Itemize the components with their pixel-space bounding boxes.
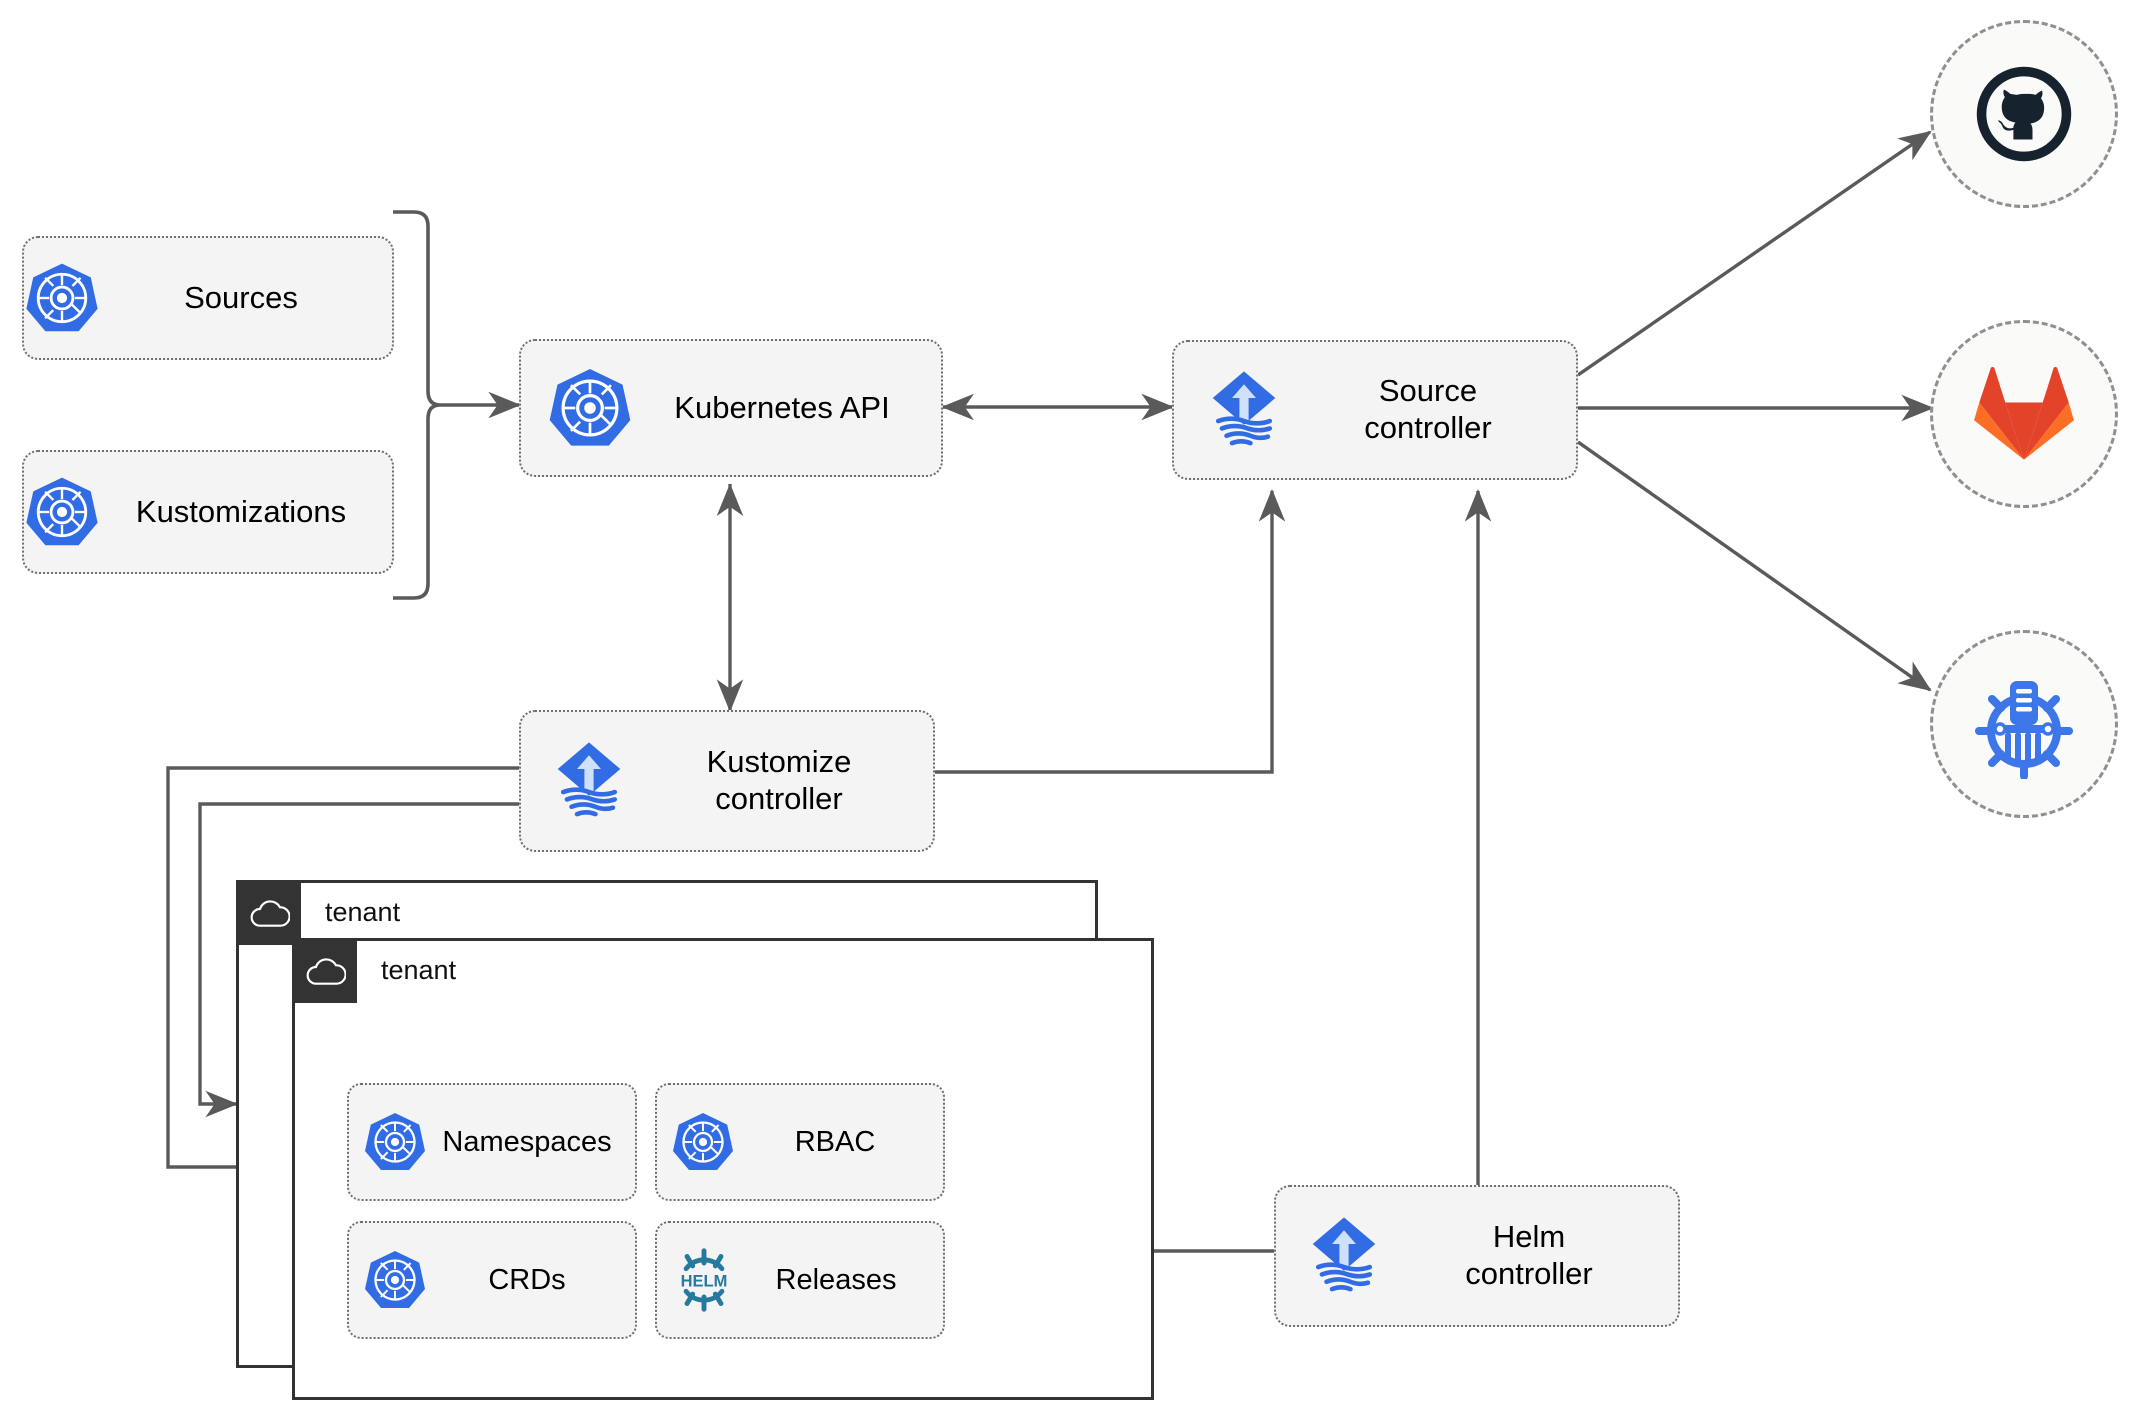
edge-inputs-brace (393, 210, 441, 600)
provider-bucket[interactable] (1930, 630, 2118, 818)
node-kubernetes-api[interactable]: Kubernetes API (519, 339, 943, 477)
flux-icon (1298, 1210, 1390, 1302)
helm-icon: HELM (671, 1247, 737, 1313)
resource-label: RBAC (794, 1125, 876, 1158)
flux-icon (1198, 364, 1290, 456)
node-source-controller[interactable]: Source controller (1172, 340, 1578, 480)
resource-label: CRDs (488, 1263, 566, 1296)
resource-namespaces[interactable]: Namespaces (347, 1083, 637, 1201)
resource-releases[interactable]: HELM Releases (655, 1221, 945, 1339)
node-kustomizations[interactable]: Kustomizations (22, 450, 394, 574)
node-sources[interactable]: Sources (22, 236, 394, 360)
tenant-resource-grid: Namespaces (347, 1083, 945, 1339)
kubernetes-icon (363, 1248, 427, 1312)
node-label: Kustomizations (135, 493, 347, 529)
node-label: Kubernetes API (674, 389, 890, 425)
node-helm-controller[interactable]: Helm controller (1274, 1185, 1680, 1327)
kubernetes-icon (24, 474, 100, 550)
gitlab-icon (1972, 362, 2076, 466)
kubernetes-icon (671, 1110, 735, 1174)
node-label: Kustomize controller (706, 744, 852, 816)
provider-gitlab[interactable] (1930, 320, 2118, 508)
edge-source-github (1577, 130, 1932, 377)
helm-bucket-icon (1969, 669, 2079, 779)
tenant-container-front[interactable]: tenant (292, 938, 1154, 1400)
cloud-icon (295, 941, 357, 1003)
edge-source-bucket (1577, 440, 1932, 692)
kubernetes-icon (363, 1110, 427, 1174)
flux-icon (543, 735, 635, 827)
cloud-icon (239, 883, 301, 945)
tenant-label: tenant (381, 955, 457, 985)
github-icon (1972, 62, 2076, 166)
provider-github[interactable] (1930, 20, 2118, 208)
edge-kustomize-source (935, 488, 1286, 774)
node-label: Source controller (1364, 373, 1492, 445)
resource-crds[interactable]: CRDs (347, 1221, 637, 1339)
node-label: Sources (184, 279, 298, 315)
resource-label: Namespaces (442, 1125, 612, 1158)
kubernetes-icon (547, 365, 633, 451)
kubernetes-icon (24, 260, 100, 336)
resource-label: Releases (775, 1263, 897, 1296)
resource-rbac[interactable]: RBAC (655, 1083, 945, 1201)
svg-text:HELM: HELM (681, 1273, 728, 1291)
node-label: Helm controller (1465, 1219, 1593, 1291)
node-kustomize-controller[interactable]: Kustomize controller (519, 710, 935, 852)
tenant-label: tenant (325, 897, 401, 927)
